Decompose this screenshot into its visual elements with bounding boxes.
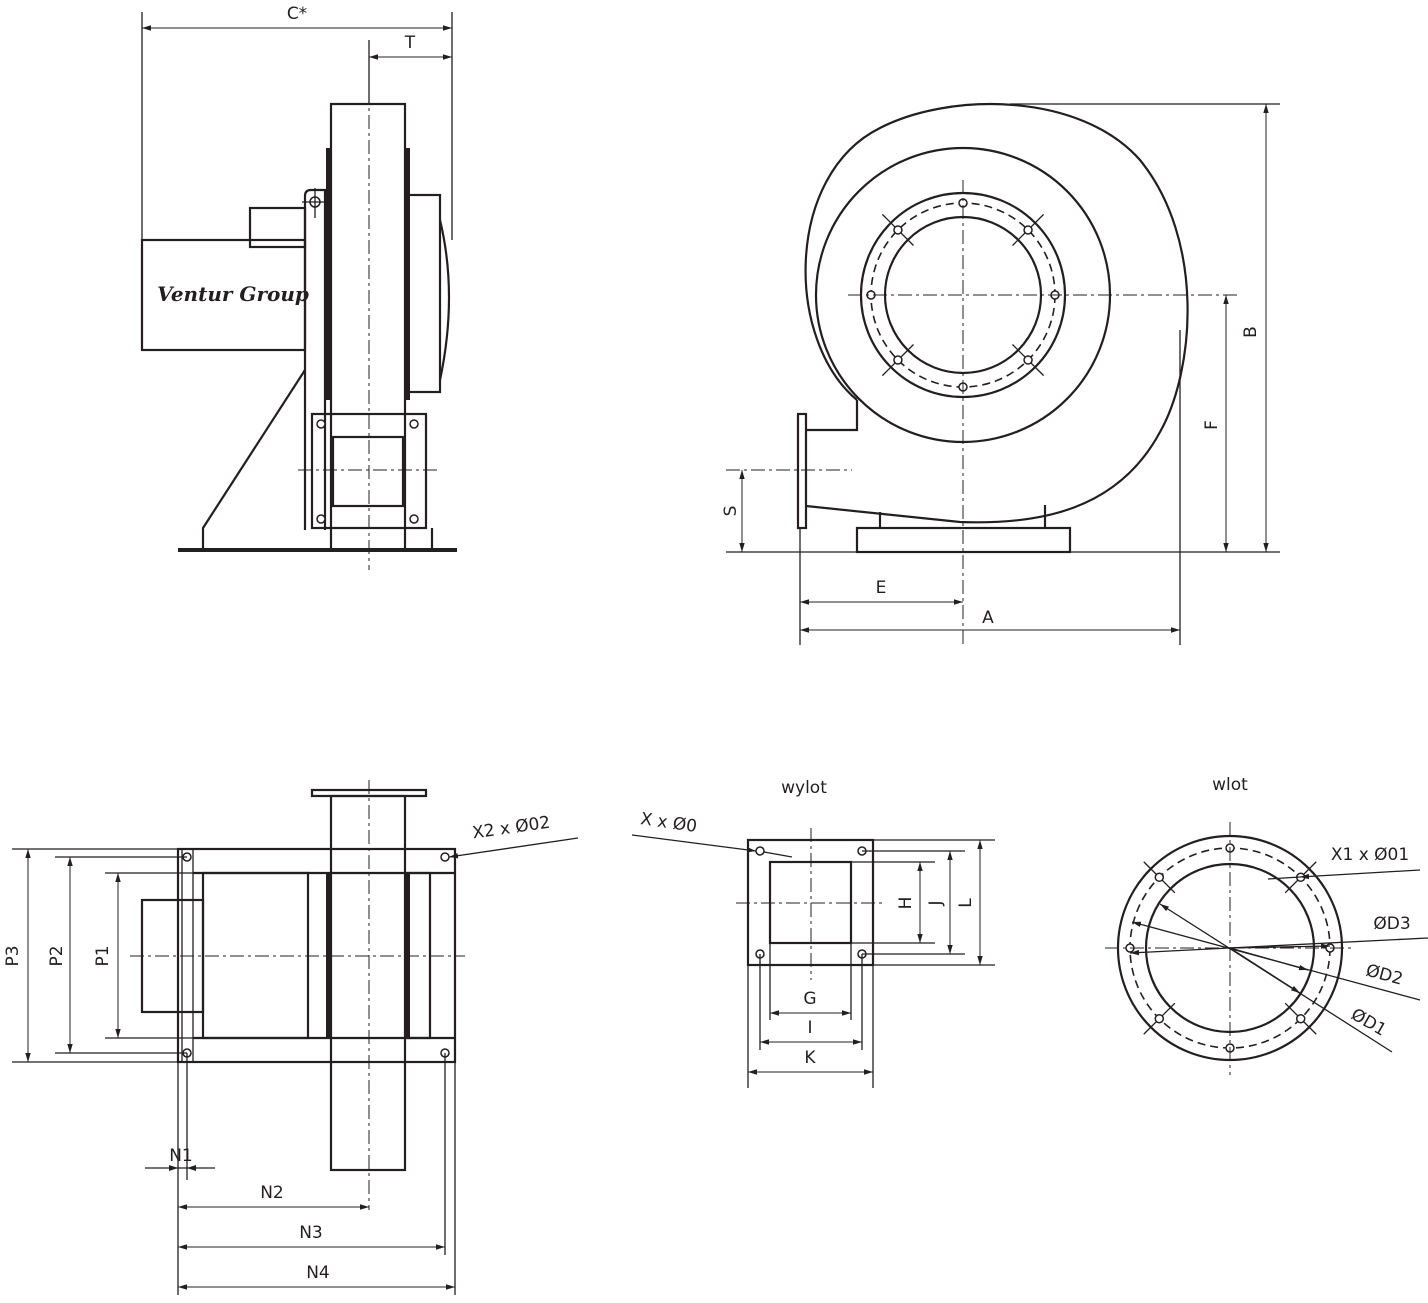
bolt-hole	[893, 225, 903, 235]
dimension-h-label: H	[896, 897, 916, 910]
bolt-hole	[1023, 355, 1033, 365]
dimension-g-label: G	[803, 989, 816, 1009]
dimension-l-label: L	[956, 898, 976, 908]
dimension-k-label: K	[804, 1048, 816, 1068]
bolt-hole	[1295, 1013, 1306, 1024]
bolt-hole	[1154, 1013, 1165, 1024]
bolt-callout-x: X x Ø0	[639, 809, 698, 837]
bolt-hole	[1023, 225, 1033, 235]
dimension-f-label: F	[1202, 420, 1222, 430]
dimension-j-label: J	[926, 900, 946, 906]
dimension-t-label: T	[404, 33, 416, 53]
bracket-plate	[303, 188, 327, 530]
dimension-d2-label: ØD2	[1364, 961, 1405, 990]
dimension-s-label: S	[721, 506, 741, 517]
dimension-n2-label: N2	[260, 1183, 284, 1203]
dimension-p2-label: P2	[47, 945, 67, 966]
fan-housing	[329, 102, 407, 552]
dimension-c-label: C*	[287, 4, 307, 24]
bolt-hole	[893, 355, 903, 365]
inlet-title: wlot	[1212, 775, 1248, 795]
outlet-flange	[796, 412, 808, 530]
bolt-callout-x1: X1 x Ø01	[1331, 845, 1409, 865]
coupling	[248, 206, 307, 249]
side-view: C* T Ventur Group	[140, 4, 457, 570]
bolt-callout-x2: X2 x Ø02	[471, 813, 551, 844]
dimension-b-label: B	[1241, 326, 1261, 338]
outlet-title: wylot	[781, 778, 827, 798]
outlet-detail: wylot H J L G I K X x Ø0	[631, 778, 995, 1088]
dimension-n3-label: N3	[299, 1223, 323, 1243]
dimension-d3-label: ØD3	[1373, 914, 1410, 934]
dimension-p1-label: P1	[93, 945, 113, 966]
dimension-p3-label: P3	[3, 945, 23, 966]
inlet-detail: wlot X1 x Ø01 ØD3 ØD2 ØD1	[1105, 775, 1428, 1075]
dimension-e-label: E	[876, 578, 887, 598]
bolt-hole	[1154, 872, 1165, 883]
fan-housing	[329, 794, 407, 1172]
dimension-i-label: I	[807, 1018, 812, 1038]
dimension-n4-label: N4	[306, 1263, 330, 1283]
dimension-d1-label: ØD1	[1347, 1005, 1389, 1041]
top-view: P3 P2 P1 N1 N2 N3 N4 X2 x Ø02	[3, 780, 579, 1295]
support-leg	[201, 369, 306, 550]
inlet-flange	[406, 193, 442, 394]
scroll-housing	[804, 103, 1189, 524]
front-view: B F S E A	[721, 103, 1280, 645]
dimension-n1-label: N1	[169, 1146, 193, 1166]
dimension-a-label: A	[982, 608, 994, 628]
logo: Ventur Group	[157, 282, 309, 306]
